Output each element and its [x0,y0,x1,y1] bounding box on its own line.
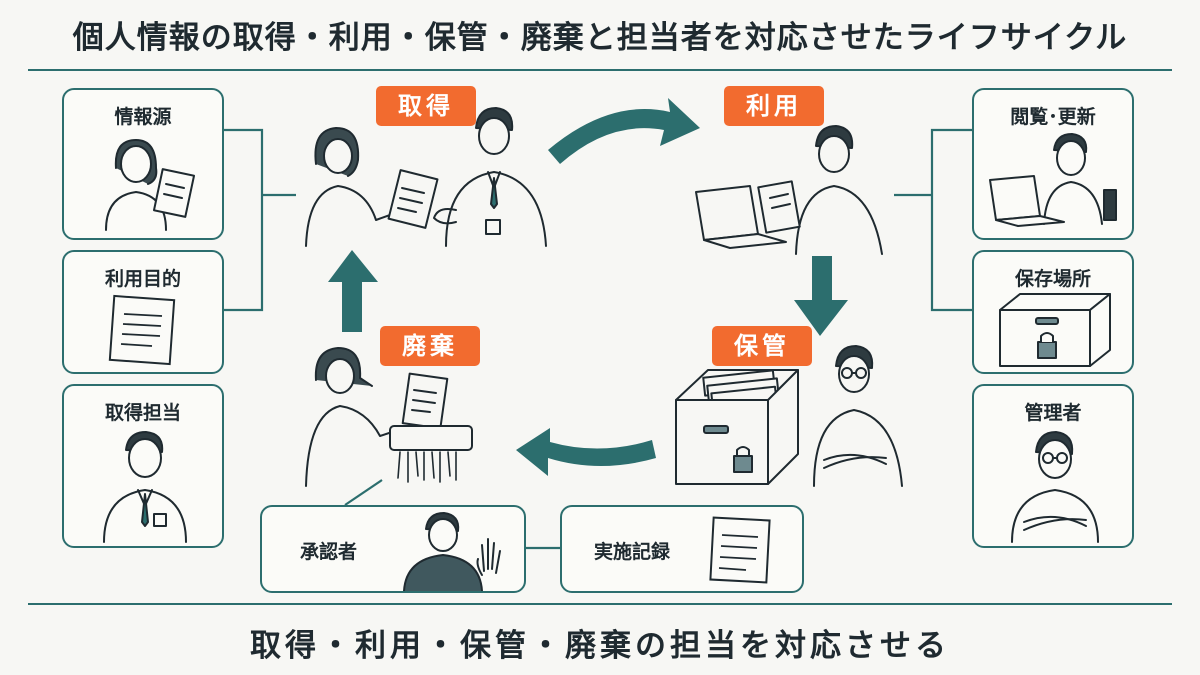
card-purpose-label: 利用目的 [104,268,181,290]
card-source-label: 情報源 [114,106,172,128]
arrow-dispose-to-acquire [328,250,378,332]
card-purpose: 利用目的 [62,250,224,374]
store-box-illustration [675,345,903,487]
card-record: 実施記録 [560,505,804,593]
locked-box-icon [999,293,1111,367]
top-divider [28,69,1172,71]
card-location-label: 保存場所 [1014,268,1091,290]
man-with-id-badge-icon [103,431,187,543]
man-at-laptop-icon [989,133,1117,227]
card-approver: 承認者 [260,505,526,593]
woman-holding-paper-icon [105,139,196,231]
card-view-update: 閲覧･更新 [972,88,1134,240]
arrow-use-to-store [794,256,848,336]
card-approver-label: 承認者 [300,541,358,563]
arrow-acquire-to-use [548,98,700,164]
stage-badge-use: 利用 [724,86,824,126]
arrow-store-to-dispose [516,428,656,476]
bottom-divider [28,603,1172,605]
card-acquirer-label: 取得担当 [104,402,181,424]
stage-badge-acquire: 取得 [376,86,476,126]
card-view-update-label: 閲覧･更新 [1010,106,1096,128]
record-document-icon [709,516,771,584]
stage-badge-store: 保管 [712,326,812,366]
stage-badge-dispose: 廃棄 [380,326,480,366]
card-manager-label: 管理者 [1024,402,1082,424]
use-laptop-illustration [695,125,883,255]
dispose-shredder-illustration [305,347,473,487]
footer-caption: 取得・利用・保管・廃棄の担当を対応させる [250,628,950,664]
page-title: 個人情報の取得・利用・保管・廃棄と担当者を対応させたライフサイクル [72,20,1128,56]
card-record-label: 実施記録 [594,541,671,563]
card-location: 保存場所 [972,250,1134,374]
acquire-handover-illustration [305,107,547,247]
card-acquirer: 取得担当 [62,384,224,548]
card-source: 情報源 [62,88,224,240]
man-raising-hand-icon [403,512,501,591]
card-manager: 管理者 [972,384,1134,548]
document-icon [108,294,176,366]
man-with-glasses-arms-crossed-icon [1011,431,1099,543]
